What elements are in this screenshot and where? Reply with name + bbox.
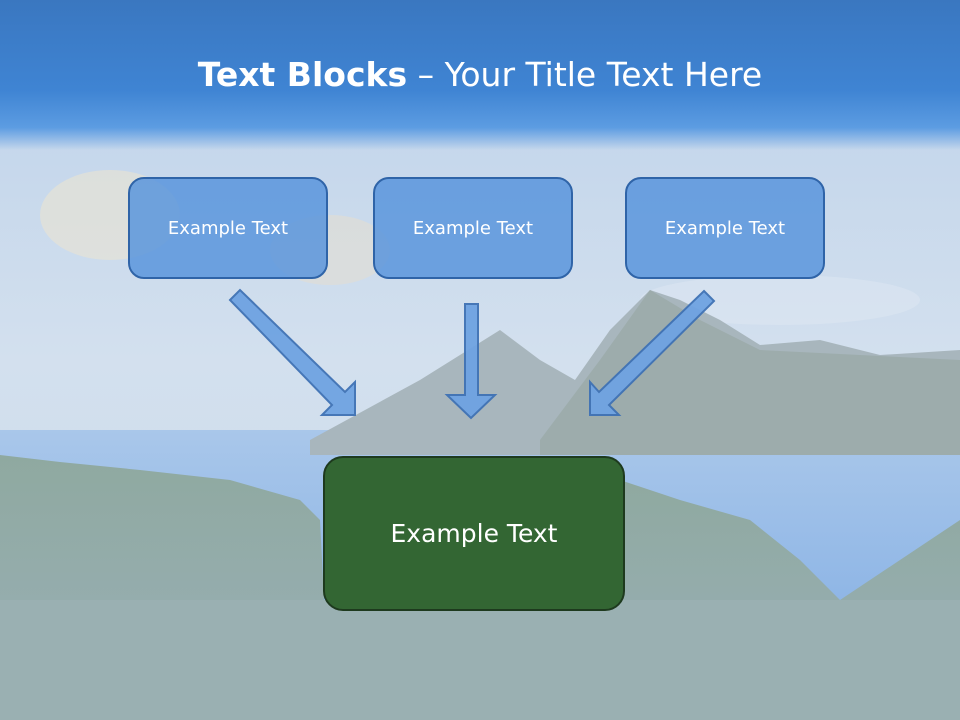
text-block-2: Example Text — [373, 177, 573, 279]
slide-title: Text Blocks – Your Title Text Here — [0, 52, 960, 98]
text-block-1: Example Text — [128, 177, 328, 279]
title-bar — [0, 0, 960, 150]
arrow-right-diagonal — [589, 289, 716, 416]
title-separator: – — [407, 55, 445, 94]
result-text-block: Example Text — [323, 456, 625, 611]
text-block-3: Example Text — [625, 177, 825, 279]
arrow-left-diagonal — [228, 288, 356, 416]
title-bold-part: Text Blocks — [197, 55, 408, 94]
arrow-center-down — [444, 303, 498, 420]
title-rest: Your Title Text Here — [444, 55, 763, 94]
